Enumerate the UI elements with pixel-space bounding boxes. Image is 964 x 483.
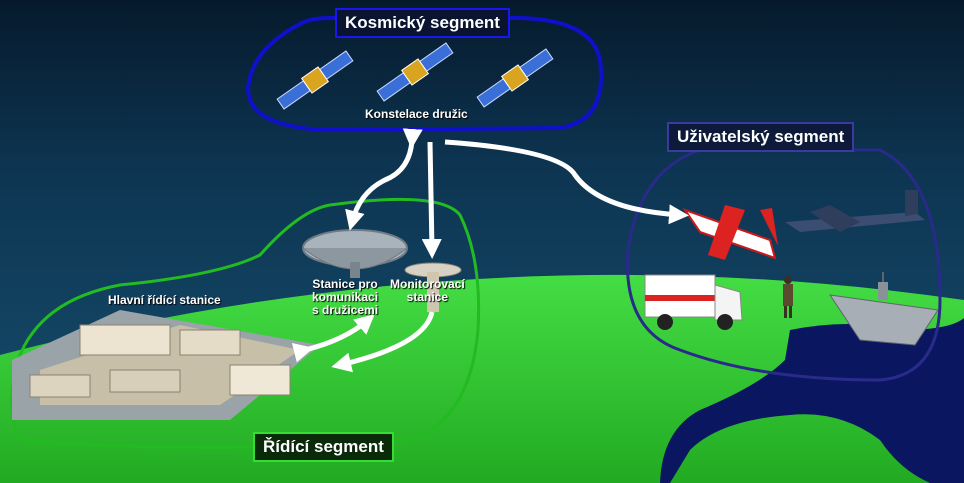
monitor-station-image — [404, 262, 462, 312]
control-segment-title: Řídící segment — [253, 432, 394, 462]
monitor-station-label-line-2: stanice — [406, 290, 449, 304]
comm-station-label: Stanice pro komunikaci s družicemi — [312, 278, 378, 317]
user-segment-title: Uživatelský segment — [667, 122, 855, 152]
arrow-space-to-monitor-station — [421, 141, 442, 259]
satellite-1 — [276, 50, 354, 110]
comm-station-label-line-1: Stanice pro — [312, 277, 378, 291]
aircraft-carrier-image — [828, 272, 939, 346]
comm-station-label-line-2: komunikaci — [312, 290, 379, 304]
arrow-space-to-users — [444, 139, 689, 225]
dish-antenna-image — [302, 229, 408, 278]
user-segment-border — [625, 148, 942, 382]
monitor-station-label: Monitorovací stanice — [390, 278, 465, 304]
space-segment-title: Kosmický segment — [335, 8, 510, 38]
control-segment-border — [10, 197, 481, 449]
soldier-image — [783, 276, 793, 318]
arrow-master-to-comm-station — [291, 314, 375, 363]
arrow-space-to-comm-station — [345, 128, 423, 231]
satellite-3 — [476, 48, 554, 108]
ocean — [660, 318, 964, 483]
master-station-label: Hlavní řídící stanice — [108, 293, 221, 307]
ambulance-image — [644, 274, 743, 330]
small-airplane-image — [682, 205, 778, 260]
arrow-monitor-to-master — [331, 311, 435, 373]
jet-airplane-image — [785, 190, 925, 232]
satellite-2 — [376, 42, 454, 102]
comm-station-label-line-3: s družicemi — [312, 303, 379, 317]
constellation-caption: Konstelace družic — [365, 107, 468, 121]
master-control-station-image — [12, 310, 320, 420]
monitor-station-label-line-1: Monitorovací — [390, 277, 465, 291]
